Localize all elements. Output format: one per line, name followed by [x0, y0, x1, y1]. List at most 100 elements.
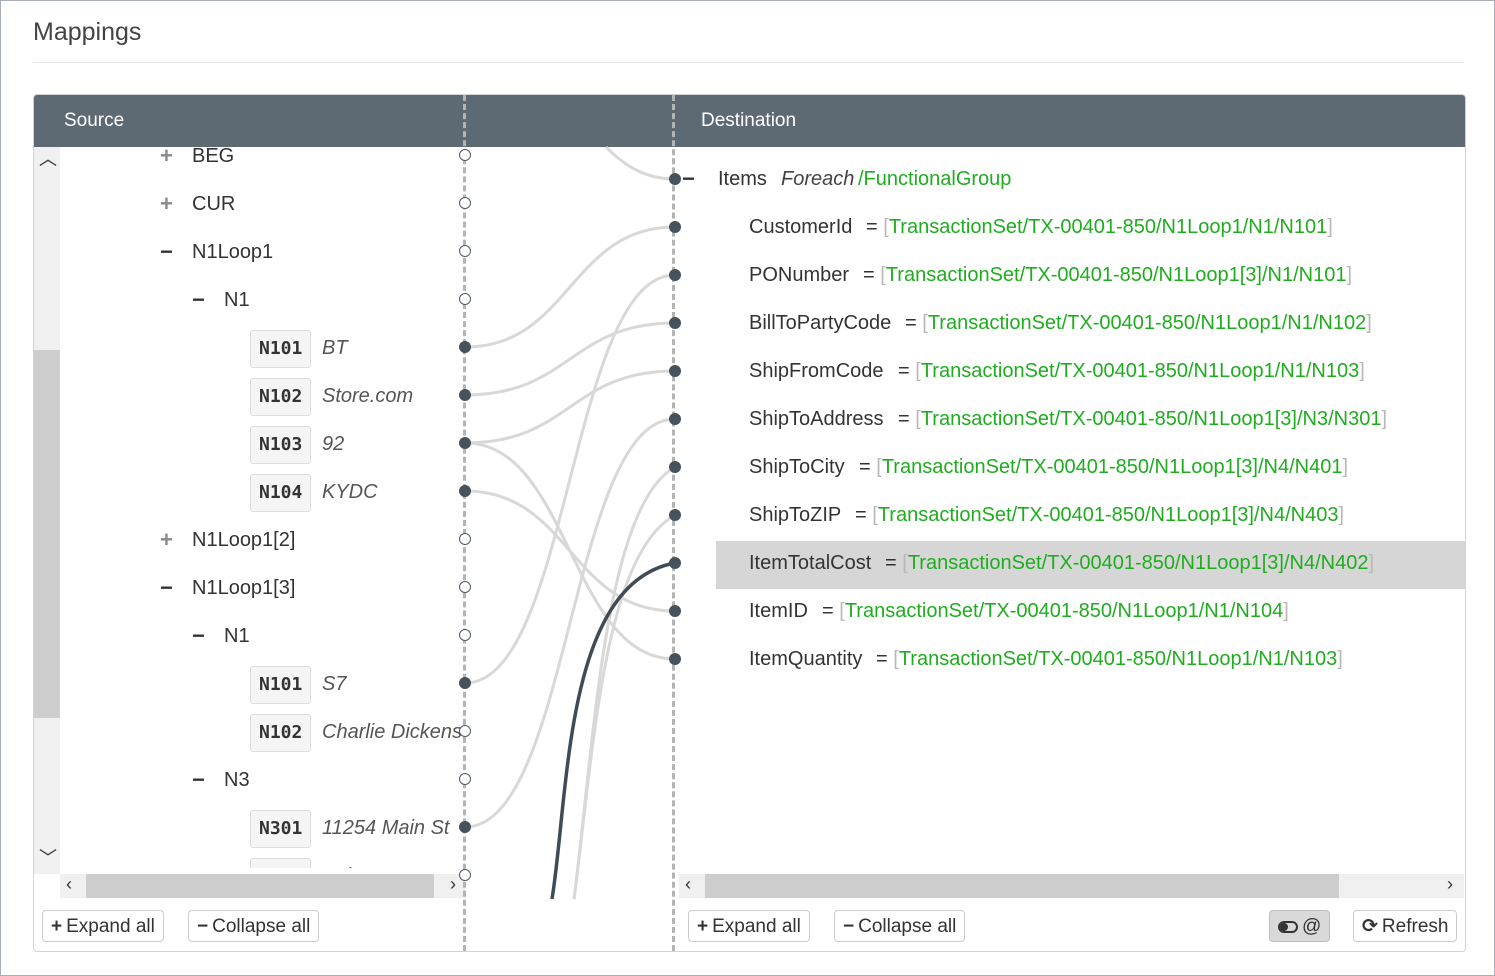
equals-sign: =: [898, 360, 910, 382]
button-label: Expand all: [66, 916, 155, 937]
mapping-path: TransactionSet/TX-00401-850/N1Loop1[3]/N…: [920, 408, 1382, 430]
scroll-left-icon[interactable]: ‹: [685, 874, 691, 894]
source-connector[interactable]: [459, 677, 471, 689]
mapping-expression[interactable]: = [TransactionSet/TX-00401-850/N1Loop1[3…: [863, 264, 1352, 287]
tree-node-label[interactable]: CUR: [192, 193, 236, 215]
source-connector[interactable]: [459, 197, 471, 209]
mapping-expression[interactable]: = [TransactionSet/TX-00401-850/N1Loop1[3…: [855, 504, 1344, 527]
source-connector[interactable]: [459, 149, 471, 161]
mapping-expression[interactable]: = [TransactionSet/TX-00401-850/N1Loop1[3…: [898, 408, 1387, 431]
source-connector[interactable]: [459, 245, 471, 257]
tree-node-label[interactable]: N1Loop1[2]: [192, 529, 296, 551]
field-value: Charlie Dickens: [322, 721, 463, 743]
destination-horizontal-scrollbar[interactable]: ‹ ›: [679, 874, 1464, 898]
show-expressions-toggle[interactable]: @: [1269, 910, 1331, 942]
tree-node-label[interactable]: N1: [224, 289, 250, 311]
scroll-up-icon[interactable]: ︿: [39, 149, 57, 169]
collapse-icon[interactable]: −: [192, 623, 205, 648]
destination-field-row[interactable]: ItemQuantity= [TransactionSet/TX-00401-8…: [716, 637, 1465, 685]
mapping-path: TransactionSet/TX-00401-850/N1Loop1/N1/N…: [888, 216, 1328, 238]
destination-connector[interactable]: [669, 605, 681, 617]
mapping-link: [464, 369, 676, 445]
destination-connector[interactable]: [669, 557, 681, 569]
expand-icon[interactable]: +: [160, 527, 173, 552]
source-connector[interactable]: [459, 629, 471, 641]
destination-field-name: ShipFromCode: [749, 360, 884, 382]
button-label: Expand all: [712, 916, 801, 937]
source-connector[interactable]: [459, 485, 471, 497]
tree-node-label[interactable]: BEG: [192, 147, 235, 167]
destination-connector[interactable]: [669, 365, 681, 377]
destination-connector[interactable]: [669, 317, 681, 329]
source-connector[interactable]: [459, 581, 471, 593]
scrollbar-thumb[interactable]: [86, 874, 434, 898]
field-tag: N101: [250, 330, 312, 368]
tree-node-label[interactable]: N1: [224, 625, 250, 647]
open-bracket: [: [902, 552, 908, 574]
destination-field-row[interactable]: ItemID= [TransactionSet/TX-00401-850/N1L…: [716, 589, 1465, 637]
destination-connector[interactable]: [669, 653, 681, 665]
destination-expand-all-button[interactable]: +Expand all: [688, 910, 810, 942]
destination-field-row[interactable]: ItemTotalCost= [TransactionSet/TX-00401-…: [716, 541, 1465, 589]
scrollbar-thumb[interactable]: [705, 874, 1339, 898]
source-connector[interactable]: [459, 725, 471, 737]
collapse-icon[interactable]: −: [192, 287, 205, 312]
collapse-icon[interactable]: −: [682, 166, 695, 191]
mapping-expression[interactable]: = [TransactionSet/TX-00401-850/N1Loop1/N…: [866, 216, 1333, 239]
expand-icon[interactable]: +: [160, 191, 173, 216]
destination-field-row[interactable]: ShipToCity= [TransactionSet/TX-00401-850…: [716, 445, 1465, 493]
destination-field-row[interactable]: ShipToAddress= [TransactionSet/TX-00401-…: [716, 397, 1465, 445]
tree-node-label[interactable]: N1Loop1: [192, 241, 274, 263]
mapping-expression[interactable]: = [TransactionSet/TX-00401-850/N1Loop1/N…: [822, 600, 1289, 623]
mapping-expression[interactable]: = [TransactionSet/TX-00401-850/N1Loop1[3…: [885, 552, 1374, 575]
destination-field-row[interactable]: ShipToZIP= [TransactionSet/TX-00401-850/…: [716, 493, 1465, 541]
source-connector[interactable]: [459, 821, 471, 833]
source-connector[interactable]: [459, 773, 471, 785]
destination-connector[interactable]: [669, 269, 681, 281]
scroll-right-icon[interactable]: ›: [450, 874, 456, 894]
source-collapse-all-button[interactable]: −Collapse all: [188, 910, 320, 942]
mapping-link: [464, 441, 676, 661]
source-connector[interactable]: [459, 389, 471, 401]
source-vertical-scrollbar[interactable]: ︿ ﹀: [34, 147, 60, 874]
source-horizontal-scrollbar[interactable]: ‹ ›: [60, 874, 466, 898]
destination-connector[interactable]: [669, 413, 681, 425]
tree-node-label[interactable]: N3: [224, 769, 250, 791]
tree-node-label[interactable]: N1Loop1[3]: [192, 577, 296, 599]
mapping-expression[interactable]: = [TransactionSet/TX-00401-850/N1Loop1[3…: [859, 456, 1348, 479]
destination-connector[interactable]: [669, 509, 681, 521]
destination-connector[interactable]: [669, 221, 681, 233]
refresh-button[interactable]: ⟳Refresh: [1353, 910, 1458, 942]
source-connector[interactable]: [459, 869, 471, 881]
destination-field-row[interactable]: CustomerId= [TransactionSet/TX-00401-850…: [716, 205, 1465, 253]
expand-icon[interactable]: +: [160, 147, 173, 168]
destination-field-row[interactable]: PONumber= [TransactionSet/TX-00401-850/N…: [716, 253, 1465, 301]
mapping-expression[interactable]: = [TransactionSet/TX-00401-850/N1Loop1/N…: [898, 360, 1365, 383]
panel-header: Source Destination: [34, 95, 1465, 147]
destination-connector[interactable]: [669, 461, 681, 473]
destination-connector[interactable]: [669, 173, 681, 185]
scroll-right-icon[interactable]: ›: [1447, 874, 1453, 894]
scroll-down-icon[interactable]: ﹀: [39, 848, 57, 868]
scroll-left-icon[interactable]: ‹: [66, 874, 72, 894]
collapse-icon[interactable]: −: [160, 575, 173, 600]
mapping-expression[interactable]: = [TransactionSet/TX-00401-850/N1Loop1/N…: [876, 648, 1343, 671]
source-connector[interactable]: [459, 437, 471, 449]
destination-field-row[interactable]: BillToPartyCode= [TransactionSet/TX-0040…: [716, 301, 1465, 349]
destination-collapse-all-button[interactable]: −Collapse all: [834, 910, 966, 942]
source-connector[interactable]: [459, 533, 471, 545]
source-divider: [463, 95, 466, 951]
destination-field-row[interactable]: ShipFromCode = [TransactionSet/TX-00401-8…: [716, 349, 1465, 397]
minus-icon: −: [843, 916, 855, 937]
collapse-icon[interactable]: −: [192, 767, 205, 792]
page-title: Mappings: [33, 18, 142, 46]
mapping-expression[interactable]: = [TransactionSet/TX-00401-850/N1Loop1/N…: [905, 312, 1372, 335]
mapping-path: TransactionSet/TX-00401-850/N1Loop1/N1/N…: [920, 360, 1360, 382]
source-connector[interactable]: [459, 341, 471, 353]
source-connector[interactable]: [459, 293, 471, 305]
mapping-link: [464, 273, 676, 685]
source-expand-all-button[interactable]: +Expand all: [42, 910, 164, 942]
scrollbar-thumb[interactable]: [34, 350, 60, 718]
collapse-icon[interactable]: −: [160, 239, 173, 264]
